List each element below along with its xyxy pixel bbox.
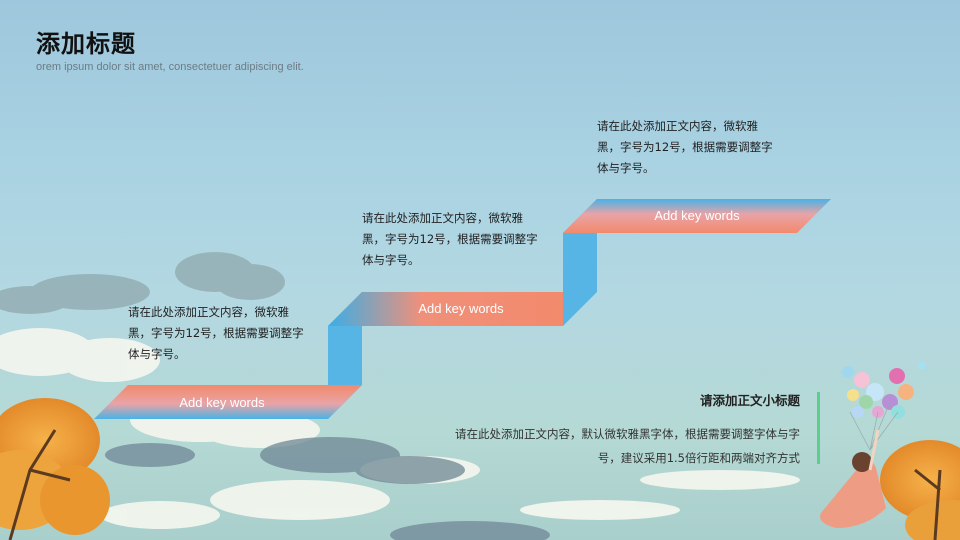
note-title: 请添加正文小标题 [699, 393, 800, 408]
note-body: 请在此处添加正文内容，默认微软雅黑字体，根据需要调整字体与字号，建议采用1.5倍… [455, 427, 800, 465]
step-1-text: 请在此处添加正文内容，微软雅黑，字号为12号，根据需要调整字体与字号。 [128, 305, 304, 361]
page-subtitle: orem ipsum dolor sit amet, consectetuer … [36, 61, 304, 73]
step-band-2 [328, 292, 563, 326]
page-title: 添加标题 [36, 30, 136, 58]
step-3-text: 请在此处添加正文内容，微软雅黑，字号为12号，根据需要调整字体与字号。 [597, 119, 773, 175]
balloon-girl [820, 362, 926, 528]
dark-clouds [0, 252, 285, 314]
step-band-3 [563, 199, 831, 233]
balloons-icon [842, 362, 926, 451]
step-2-text: 请在此处添加正文内容，微软雅黑，字号为12号，根据需要调整字体与字号。 [362, 211, 538, 267]
step-1-label: Add key words [179, 395, 265, 410]
step-band-1 [94, 385, 362, 419]
left-tree [0, 398, 110, 540]
step-3-label: Add key words [654, 208, 740, 223]
step-2-label: Add key words [418, 301, 504, 316]
storm-clouds [105, 437, 550, 540]
right-tree [880, 440, 960, 540]
accent-bar [817, 392, 820, 464]
